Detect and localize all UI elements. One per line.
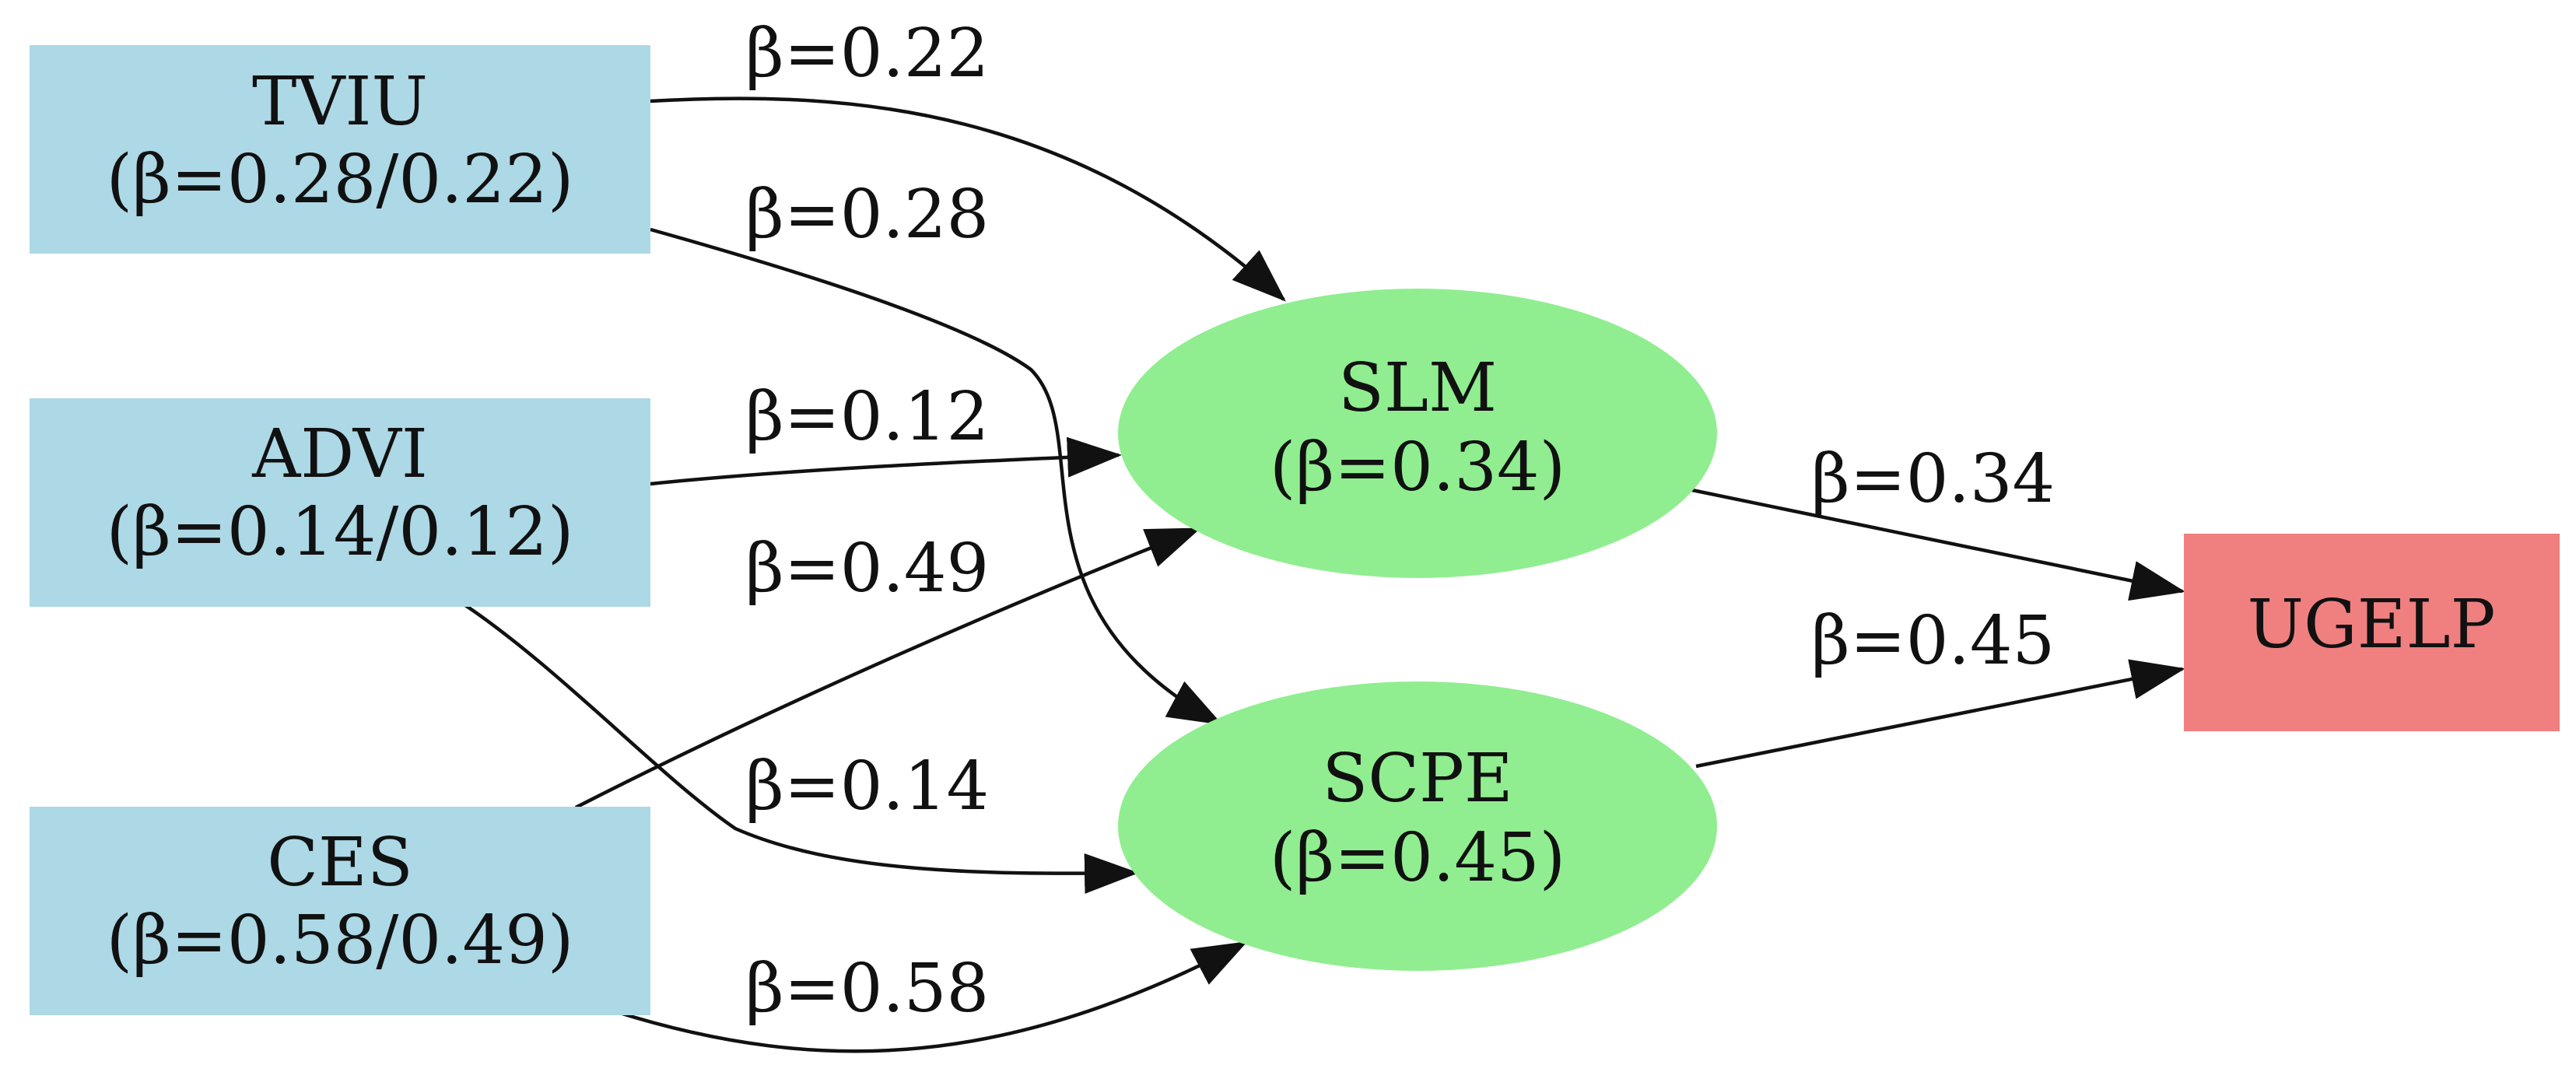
node-slm-name: SLM (1338, 349, 1497, 427)
edge-tviu-scpe (650, 227, 1223, 725)
node-scpe-ellipse (1118, 681, 1717, 971)
edge-label-tviu-scpe: β=0.28 (745, 176, 989, 254)
edge-ces-scpe (614, 941, 1248, 1053)
node-ces-detail: (β=0.58/0.49) (107, 902, 574, 979)
edge-label-ces-scpe: β=0.58 (745, 950, 989, 1028)
edge-scpe-ugelp (1695, 659, 2185, 769)
node-advi-detail: (β=0.14/0.12) (107, 493, 574, 571)
edge-label-advi-slm: β=0.12 (745, 378, 989, 456)
node-tviu-name: TVIU (252, 63, 428, 141)
node-tviu-box (30, 45, 650, 254)
node-ugelp-name: UGELP (2248, 586, 2496, 664)
edge-slm-ugelp (1691, 488, 2185, 601)
node-advi-name: ADVI (251, 415, 428, 493)
node-scpe-name: SCPE (1322, 740, 1512, 818)
edge-label-tviu-slm: β=0.22 (745, 15, 989, 93)
node-slm: SLM (β=0.34) (1118, 289, 1717, 578)
node-scpe: SCPE (β=0.45) (1118, 681, 1717, 971)
node-ces: CES (β=0.58/0.49) (30, 807, 650, 1015)
node-tviu-detail: (β=0.28/0.22) (107, 141, 574, 219)
edge-label-ces-slm: β=0.49 (745, 530, 989, 608)
node-ugelp-box (2184, 534, 2560, 731)
node-tviu: TVIU (β=0.28/0.22) (30, 45, 650, 254)
edge-label-advi-scpe: β=0.14 (745, 748, 989, 825)
edge-advi-scpe (464, 604, 1139, 894)
node-ugelp: UGELP (2184, 534, 2560, 731)
edge-advi-slm (650, 436, 1122, 486)
edge-label-scpe-ugelp: β=0.45 (1811, 602, 2055, 680)
node-ces-name: CES (267, 824, 413, 902)
edge-tviu-slm (650, 96, 1286, 302)
node-slm-ellipse (1118, 289, 1717, 578)
node-ces-box (30, 807, 650, 1015)
node-slm-detail: (β=0.34) (1270, 429, 1565, 506)
edge-ces-slm (574, 527, 1201, 810)
node-scpe-detail: (β=0.45) (1270, 819, 1565, 897)
edge-label-slm-ugelp: β=0.34 (1811, 440, 2055, 518)
node-advi-box (30, 398, 650, 607)
node-advi: ADVI (β=0.14/0.12) (30, 398, 650, 607)
